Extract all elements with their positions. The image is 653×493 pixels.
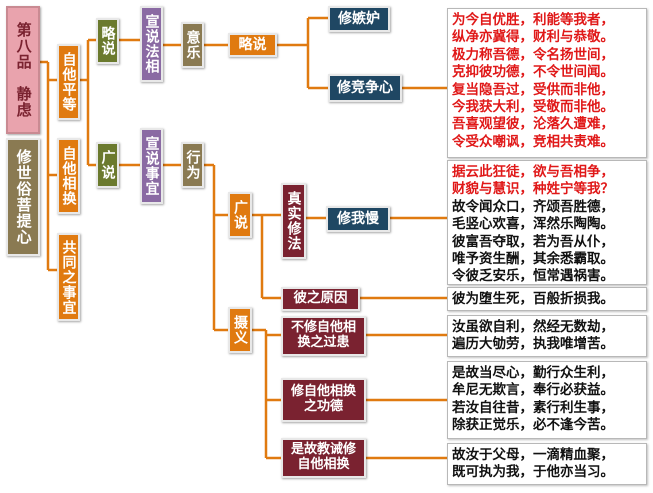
verse-line: 纵净亦冀得，财利与恭敬。	[452, 29, 614, 46]
verse-line: 复当隐吾过，受供而非他，	[452, 81, 614, 98]
node-summary: 摄义	[228, 307, 252, 353]
node-exhort: 是故教诫修自他相换	[281, 438, 366, 478]
verse-line: 牟尼无欺言，奉行必获益。	[452, 382, 614, 399]
node-self-other-equal: 自他平等	[57, 44, 80, 120]
verse-line: 彼为堕生死，百般折损我。	[452, 291, 614, 307]
node-jealousy-label: 修嫉妒	[338, 10, 380, 27]
node-rivalry: 修竞争心	[328, 74, 402, 102]
verse-line: 彼富吾夺取，若为吾从仆，	[452, 233, 614, 250]
verse-line: 吾喜观望彼，沦落久遭难，	[452, 116, 614, 133]
node-summary-label: 摄义	[232, 315, 249, 345]
node-fault: 不修自他相换之过患	[281, 316, 366, 356]
chapter-subtitle: 修世俗菩提心	[6, 138, 40, 256]
node-pride: 修我慢	[326, 206, 390, 232]
chapter-title-text: 第八品 静虑	[14, 22, 33, 118]
verse-box-pride: 据云此狂徒，欲与吾相争， 财貌与慧识，种姓宁等我？ 故令闻众口，齐颂吾胜德， 毛…	[447, 160, 647, 285]
node-their-cause: 彼之原因	[281, 287, 360, 311]
verse-line: 故汝于父母，一滴精血聚，	[452, 447, 614, 463]
verse-line: 故令闻众口，齐颂吾胜德，	[452, 198, 614, 215]
verse-line: 毛竖心欢喜，浑然乐陶陶。	[452, 216, 614, 233]
verse-line: 若汝自往昔，素行利生事，	[452, 399, 614, 416]
verse-box-exhort: 故汝于父母，一滴精血聚， 既可执为我，于他亦当习。	[447, 443, 647, 485]
verse-line: 汝虽欲自利，然经无数劫，	[452, 319, 614, 335]
verse-line: 是故当尽心，勤行众生利，	[452, 365, 614, 381]
verse-line: 令彼乏安乐，恒常遇祸害。	[452, 268, 614, 285]
node-brief-l5-label: 略说	[238, 36, 267, 53]
verse-line: 据云此狂徒，欲与吾相争，	[452, 164, 614, 180]
node-extensive-l5: 广说	[228, 192, 252, 238]
node-true-practice-label: 真实修法	[285, 191, 302, 251]
node-explain-characteristics-label: 宣说法相	[143, 14, 160, 74]
node-extensive-l5-label: 广说	[232, 200, 249, 230]
chapter-title: 第八品 静虑	[6, 6, 40, 134]
node-self-other-exchange: 自他相换	[57, 138, 80, 214]
node-brief-l2-label: 略说	[99, 26, 116, 56]
verse-line: 极力称吾德，令名扬世间，	[452, 46, 614, 63]
verse-line: 今我获大利，受敬而非他。	[452, 99, 614, 116]
verse-box-fault: 汝虽欲自利，然经无数劫， 遍历大劬劳，执我唯增苦。	[447, 315, 647, 357]
verse-line: 遍历大劬劳，执我唯增苦。	[452, 336, 614, 353]
node-extensive-l2-label: 广说	[99, 150, 116, 180]
node-self-other-equal-label: 自他平等	[60, 52, 77, 112]
node-explain-characteristics: 宣说法相	[140, 6, 163, 82]
node-self-other-exchange-label: 自他相换	[60, 146, 77, 206]
verse-line: 克抑彼功德，不令世间闻。	[452, 64, 614, 81]
verse-line: 令受众嘲讽，竞相共责难。	[452, 133, 614, 150]
node-merit-label: 修自他相换之功德	[290, 384, 356, 414]
node-rivalry-label: 修竞争心	[337, 79, 393, 96]
verse-line: 唯予资生酬，其余悉霸取。	[452, 251, 614, 268]
node-brief-l2: 略说	[96, 18, 119, 64]
chapter-subtitle-text: 修世俗菩提心	[14, 149, 33, 245]
verse-box-cause: 彼为堕生死，百般折损我。	[447, 287, 647, 311]
node-action: 行为	[181, 142, 204, 188]
verse-line: 财貌与慧识，种姓宁等我？	[452, 181, 614, 198]
node-pride-label: 修我慢	[337, 210, 379, 227]
node-brief-l5: 略说	[228, 33, 277, 57]
node-common-matters-label: 共同之事宜	[60, 239, 77, 315]
node-explain-matters-label: 宣说事宜	[143, 136, 160, 196]
node-extensive-l2: 广说	[96, 142, 119, 188]
node-intention: 意乐	[181, 22, 204, 68]
node-their-cause-label: 彼之原因	[293, 290, 348, 307]
verse-box-merit: 是故当尽心，勤行众生利， 牟尼无欺言，奉行必获益。 若汝自往昔，素行利生事， 除…	[447, 361, 647, 439]
node-intention-label: 意乐	[184, 30, 201, 60]
node-true-practice: 真实修法	[281, 183, 306, 259]
node-fault-label: 不修自他相换之过患	[290, 320, 356, 350]
node-explain-matters: 宣说事宜	[140, 128, 163, 204]
node-exhort-label: 是故教诫修自他相换	[290, 442, 356, 472]
verse-line: 既可执为我，于他亦当习。	[452, 464, 614, 481]
node-action-label: 行为	[184, 150, 201, 180]
node-jealousy: 修嫉妒	[328, 6, 390, 32]
verse-line: 除获正觉乐，必不逢今苦。	[452, 417, 614, 434]
node-merit: 修自他相换之功德	[281, 378, 366, 422]
verse-box-jealousy-rivalry: 为今自优胜，利能等我者， 纵净亦冀得，财利与恭敬。 极力称吾德，令名扬世间， 克…	[447, 8, 647, 158]
verse-line: 为今自优胜，利能等我者，	[452, 12, 614, 28]
node-common-matters: 共同之事宜	[57, 233, 80, 321]
